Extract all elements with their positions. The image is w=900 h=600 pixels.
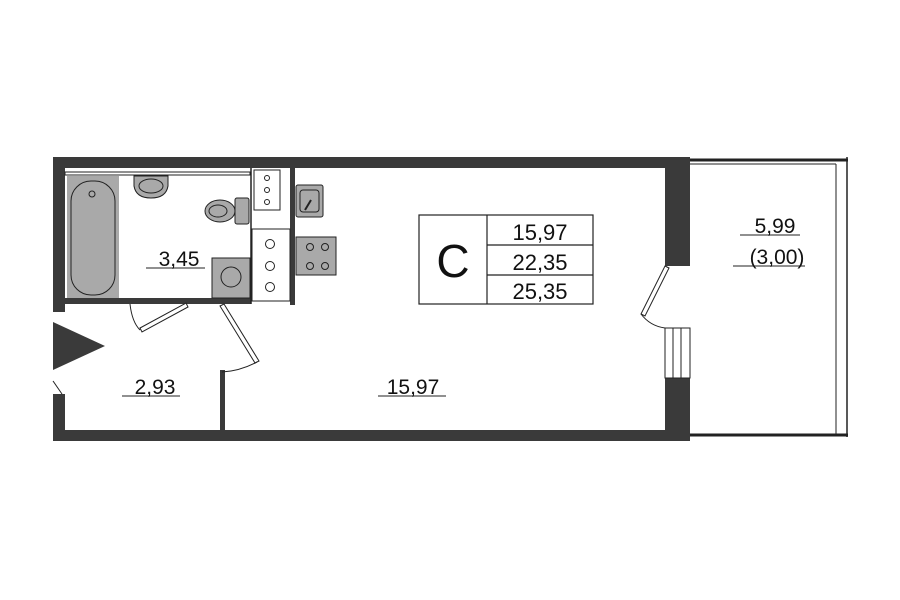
walls <box>53 157 690 441</box>
balcony <box>690 157 848 437</box>
toilet-icon <box>204 197 250 225</box>
bathtub-icon <box>67 176 119 298</box>
bathroom-area-label: 3,45 <box>159 248 200 271</box>
living-right-wall-lower <box>665 378 690 441</box>
entrance-arrow-icon <box>53 322 105 370</box>
top-wall <box>53 157 690 168</box>
hallway-partition <box>220 370 225 440</box>
stove-icon <box>295 236 337 276</box>
balcony-window-panel <box>664 327 691 379</box>
sink-icon <box>133 175 169 199</box>
balcony-reduced-area-label: (3,00) <box>750 246 805 269</box>
utility-shaft-upper <box>253 169 281 211</box>
living-room-door[interactable] <box>219 303 260 373</box>
bottom-wall <box>53 430 690 441</box>
living-area-value: 15,97 <box>512 220 567 245</box>
hallway-area-label: 2,93 <box>135 376 176 399</box>
utility-shaft-lower <box>251 228 291 302</box>
washing-machine-icon <box>211 257 251 299</box>
apartment-type-label: C <box>436 235 469 287</box>
entrance-door[interactable] <box>52 380 63 395</box>
left-wall-upper <box>53 157 65 312</box>
kitchen-sink-icon <box>295 184 324 218</box>
total-area-with-balcony-value: 25,35 <box>512 279 567 304</box>
balcony-door[interactable] <box>640 265 670 329</box>
bathroom-door[interactable] <box>129 302 189 333</box>
balcony-area-label: 5,99 <box>755 215 796 238</box>
bathroom-bottom-wall <box>65 298 251 304</box>
living-right-wall-upper <box>665 157 690 266</box>
bathroom-top-line <box>64 171 251 176</box>
living-room-area-label: 15,97 <box>387 376 440 399</box>
total-area-value: 22,35 <box>512 250 567 275</box>
area-summary-table <box>418 214 594 305</box>
left-wall-lower <box>53 394 65 441</box>
bathroom-right-wall <box>290 168 295 305</box>
